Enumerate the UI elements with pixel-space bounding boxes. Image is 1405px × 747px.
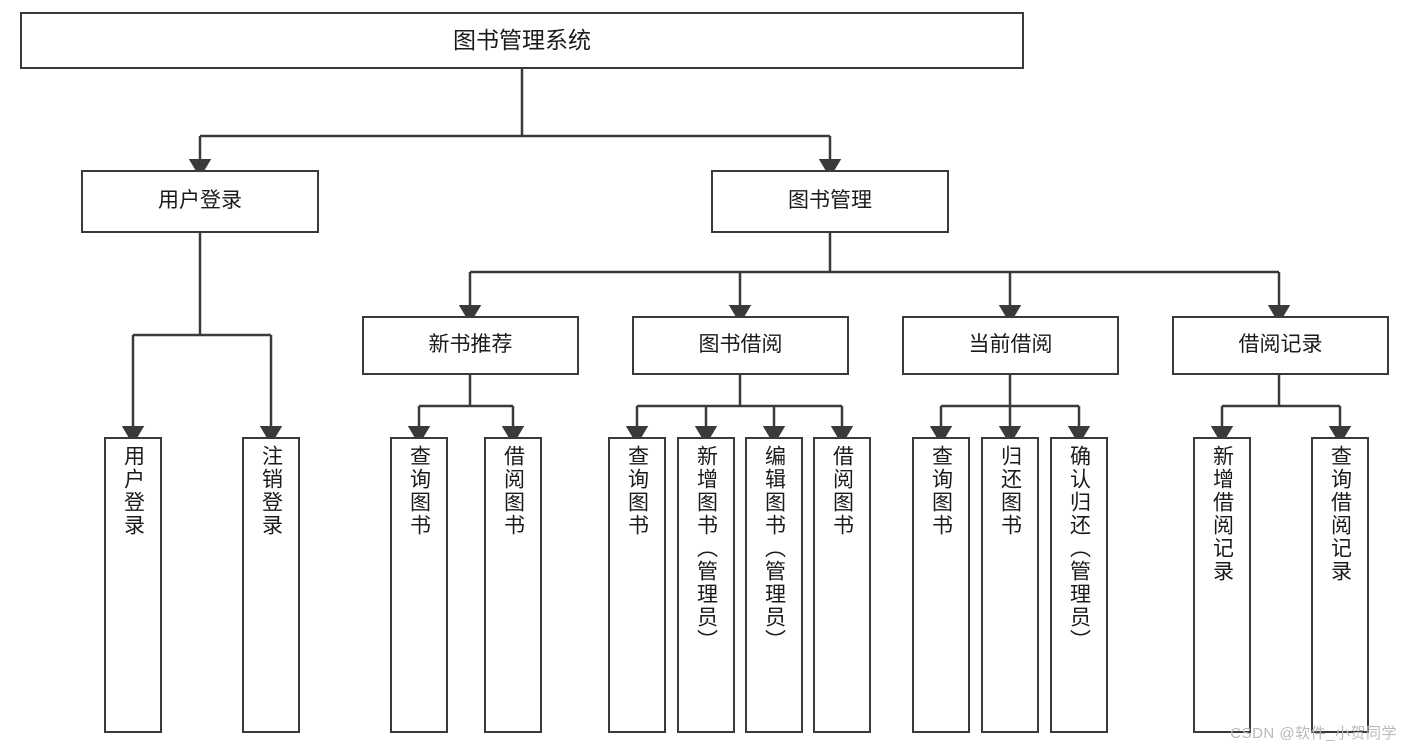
leaf-book-borrow-query[interactable]: 查询图书 (608, 437, 666, 733)
node-book-borrow[interactable]: 图书借阅 (632, 316, 849, 375)
leaf-user-login-signin[interactable]: 用户登录 (104, 437, 162, 733)
node-book-manage-label: 图书管理 (788, 189, 872, 213)
node-new-book-recommend[interactable]: 新书推荐 (362, 316, 579, 375)
node-book-borrow-label: 图书借阅 (698, 333, 783, 357)
leaf-user-login-signout-label: 注销登录 (259, 445, 283, 537)
leaf-borrow-record-add-label: 新增借阅记录 (1210, 445, 1234, 583)
node-current-borrow[interactable]: 当前借阅 (902, 316, 1119, 375)
node-book-manage[interactable]: 图书管理 (711, 170, 949, 233)
leaf-book-borrow-query-label: 查询图书 (625, 445, 649, 537)
node-user-login[interactable]: 用户登录 (81, 170, 319, 233)
leaf-book-borrow-add[interactable]: 新增图书（管理员） (677, 437, 735, 733)
leaf-borrow-record-query-label: 查询借阅记录 (1328, 445, 1352, 583)
leaf-current-borrow-confirm-return[interactable]: 确认归还（管理员） (1050, 437, 1108, 733)
node-root-system[interactable]: 图书管理系统 (20, 12, 1024, 69)
leaf-current-borrow-return[interactable]: 归还图书 (981, 437, 1039, 733)
node-current-borrow-label: 当前借阅 (968, 333, 1053, 357)
leaf-new-book-query[interactable]: 查询图书 (390, 437, 448, 733)
leaf-book-borrow-edit-label: 编辑图书（管理员） (762, 445, 786, 652)
leaf-book-borrow-borrow-label: 借阅图书 (830, 445, 854, 537)
node-root-system-label: 图书管理系统 (453, 27, 591, 54)
node-new-book-recommend-label: 新书推荐 (428, 333, 513, 357)
leaf-current-borrow-confirm-return-label: 确认归还（管理员） (1067, 445, 1091, 652)
leaf-book-borrow-add-label: 新增图书（管理员） (694, 445, 718, 652)
leaf-current-borrow-query[interactable]: 查询图书 (912, 437, 970, 733)
node-user-login-label: 用户登录 (158, 189, 242, 213)
leaf-user-login-signout[interactable]: 注销登录 (242, 437, 300, 733)
leaf-current-borrow-query-label: 查询图书 (929, 445, 953, 537)
leaf-book-borrow-edit[interactable]: 编辑图书（管理员） (745, 437, 803, 733)
leaf-book-borrow-borrow[interactable]: 借阅图书 (813, 437, 871, 733)
leaf-borrow-record-query[interactable]: 查询借阅记录 (1311, 437, 1369, 733)
leaf-user-login-signin-label: 用户登录 (121, 445, 145, 537)
leaf-new-book-borrow-label: 借阅图书 (501, 445, 525, 537)
leaf-borrow-record-add[interactable]: 新增借阅记录 (1193, 437, 1251, 733)
leaf-current-borrow-return-label: 归还图书 (998, 445, 1022, 537)
csdn-watermark: CSDN @软件_小贺同学 (1230, 725, 1397, 742)
node-borrow-record-label: 借阅记录 (1238, 333, 1323, 357)
leaf-new-book-borrow[interactable]: 借阅图书 (484, 437, 542, 733)
node-borrow-record[interactable]: 借阅记录 (1172, 316, 1389, 375)
leaf-new-book-query-label: 查询图书 (407, 445, 431, 537)
